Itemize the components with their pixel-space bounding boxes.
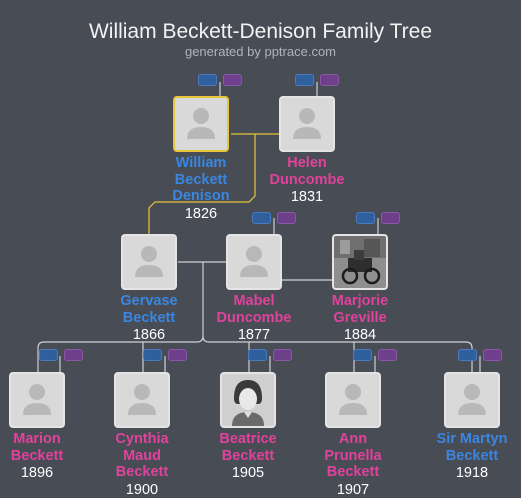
person-card-martyn[interactable] (444, 372, 500, 428)
name-line: Marjorie (331, 293, 389, 309)
name-line: Marion (13, 431, 61, 447)
mother-link-tag-icon[interactable] (64, 349, 83, 361)
mother-link-tag-icon[interactable] (381, 212, 400, 224)
name-line: Mabel (233, 293, 275, 309)
mother-link-tag-icon[interactable] (223, 74, 242, 86)
mother-link-tag-icon[interactable] (277, 212, 296, 224)
name-line: William (175, 155, 227, 171)
person-birth-year-gervase: 1866 (132, 327, 166, 343)
person-card-cynthia[interactable] (114, 372, 170, 428)
father-link-tag-icon[interactable] (458, 349, 477, 361)
mother-link-tag-icon[interactable] (168, 349, 187, 361)
name-line: Beckett (10, 447, 64, 464)
page-title: William Beckett-Denison Family Tree (88, 20, 433, 43)
name-line: Beckett (174, 171, 228, 188)
name-line: Helen (287, 155, 327, 171)
person-silhouette-icon (446, 374, 498, 426)
name-line: Greville (333, 309, 387, 326)
name-line: Duncombe (216, 309, 292, 326)
name-line: Cynthia (115, 431, 169, 447)
name-line: Duncombe (269, 171, 345, 188)
name-line: Denison (172, 188, 230, 204)
name-line: Gervase (120, 293, 178, 309)
person-card-william[interactable] (173, 96, 229, 152)
father-link-tag-icon[interactable] (252, 212, 271, 224)
mother-link-tag-icon[interactable] (320, 74, 339, 86)
father-link-tag-icon[interactable] (356, 212, 375, 224)
person-birth-year-william: 1826 (184, 205, 218, 222)
name-line: Beckett (326, 464, 380, 480)
father-link-tag-icon[interactable] (143, 349, 162, 361)
person-silhouette-icon (116, 374, 168, 426)
person-card-helen[interactable] (279, 96, 335, 152)
father-link-tag-icon[interactable] (353, 349, 372, 361)
person-card-marjorie[interactable] (332, 234, 388, 290)
father-link-tag-icon[interactable] (248, 349, 267, 361)
person-photo (222, 374, 274, 426)
person-card-mabel[interactable] (226, 234, 282, 290)
name-line: Prunella (324, 447, 382, 464)
person-card-ann[interactable] (325, 372, 381, 428)
mother-link-tag-icon[interactable] (273, 349, 292, 361)
name-line: Ann (338, 431, 368, 447)
person-birth-year-marjorie: 1884 (343, 327, 377, 343)
person-card-marion[interactable] (9, 372, 65, 428)
person-silhouette-icon (281, 98, 333, 150)
person-silhouette-icon (228, 236, 280, 288)
person-silhouette-icon (175, 98, 227, 150)
name-line: Sir Martyn (436, 431, 508, 447)
person-birth-year-mabel: 1877 (237, 327, 271, 343)
name-line: Beckett (445, 447, 499, 464)
mother-link-tag-icon[interactable] (483, 349, 502, 361)
name-line: Beatrice (219, 431, 277, 447)
person-birth-year-marion: 1896 (20, 465, 54, 481)
name-line: Maud (123, 447, 161, 464)
person-birth-year-ann: 1907 (336, 481, 370, 498)
name-line: Beckett (122, 309, 176, 326)
person-silhouette-icon (327, 374, 379, 426)
person-birth-year-beatrice: 1905 (231, 465, 265, 481)
person-birth-year-helen: 1831 (290, 189, 324, 205)
father-link-tag-icon[interactable] (39, 349, 58, 361)
person-silhouette-icon (123, 236, 175, 288)
name-line: Beckett (221, 447, 275, 464)
person-card-gervase[interactable] (121, 234, 177, 290)
person-photo (334, 236, 386, 288)
father-link-tag-icon[interactable] (295, 74, 314, 86)
mother-link-tag-icon[interactable] (378, 349, 397, 361)
name-line: Beckett (115, 464, 169, 480)
person-card-beatrice[interactable] (220, 372, 276, 428)
father-link-tag-icon[interactable] (198, 74, 217, 86)
person-birth-year-martyn: 1918 (455, 465, 489, 481)
person-birth-year-cynthia: 1900 (125, 481, 159, 498)
person-silhouette-icon (11, 374, 63, 426)
page-subtitle: generated by pptrace.com (184, 44, 337, 59)
